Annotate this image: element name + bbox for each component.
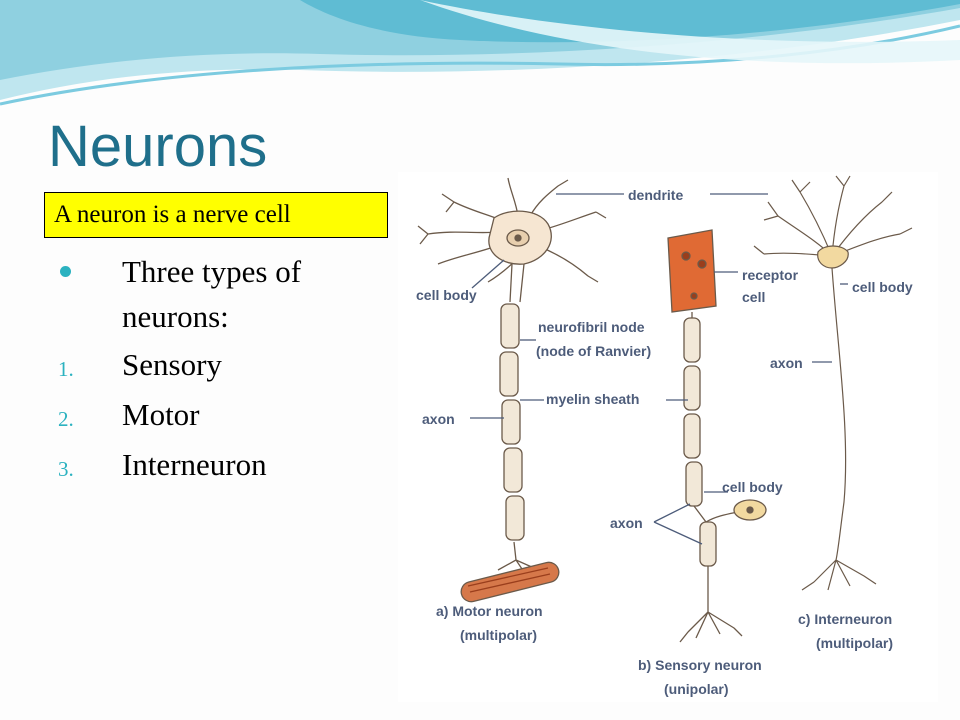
list-item-sensory: Sensory <box>122 347 222 382</box>
label-receptor-cell-line2: cell <box>742 289 765 305</box>
label-cell-body-sensory: cell body <box>722 479 783 495</box>
label-node-of-ranvier: (node of Ranvier) <box>536 343 651 359</box>
neuron-types-diagram: dendrite cell body receptor cell cell bo… <box>398 172 938 702</box>
label-cell-body-motor: cell body <box>416 287 477 303</box>
caption-sensory-unipolar: (unipolar) <box>664 681 729 697</box>
label-axon-motor: axon <box>422 411 455 427</box>
label-axon-interneuron: axon <box>770 355 803 371</box>
label-axon-sensory: axon <box>610 515 643 531</box>
list-number-3: 3. <box>58 457 74 481</box>
page-title: Neurons <box>48 114 268 179</box>
label-neurofibril-node: neurofibril node <box>538 319 645 335</box>
caption-motor-multipolar: (multipolar) <box>460 627 537 643</box>
label-cell-body-interneuron: cell body <box>852 279 913 295</box>
header-wave-decoration <box>0 0 960 106</box>
caption-interneuron: c) Interneuron <box>798 611 892 627</box>
list-item-interneuron: Interneuron <box>122 447 267 482</box>
leader-lines <box>470 193 848 545</box>
caption-interneuron-multipolar: (multipolar) <box>816 635 893 651</box>
interneuron-drawing <box>753 175 913 591</box>
bullet-line-1: Three types of <box>122 254 302 289</box>
label-myelin-sheath: myelin sheath <box>546 391 639 407</box>
list-number-2: 2. <box>58 407 74 431</box>
sensory-neuron-drawing <box>667 229 767 643</box>
label-receptor-cell-line1: receptor <box>742 267 799 283</box>
label-dendrite: dendrite <box>628 187 683 203</box>
list-item-motor: Motor <box>122 397 200 432</box>
motor-neuron-drawing <box>417 177 607 603</box>
definition-highlight: A neuron is a nerve cell <box>44 192 388 238</box>
caption-motor-neuron: a) Motor neuron <box>436 603 543 619</box>
bullet-line-2: neurons: <box>122 299 229 334</box>
list-number-1: 1. <box>58 357 74 381</box>
bullet-dot-icon <box>60 266 71 277</box>
caption-sensory-neuron: b) Sensory neuron <box>638 657 762 673</box>
